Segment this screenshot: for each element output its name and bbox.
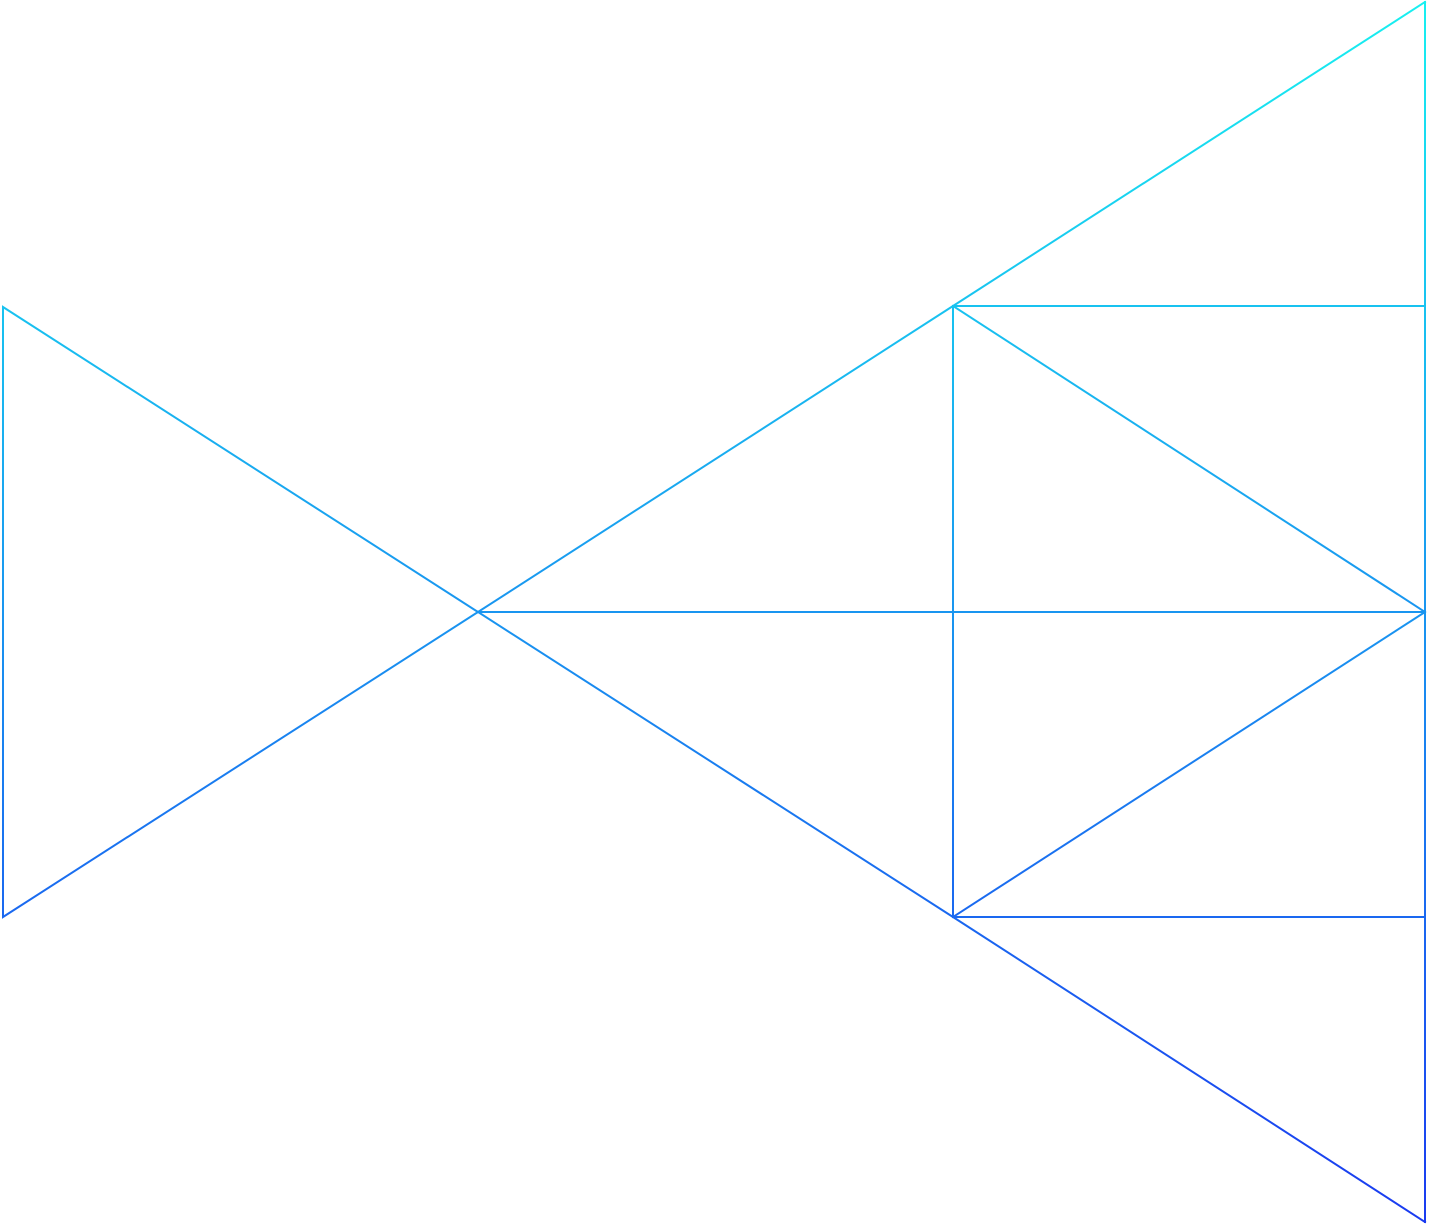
inner-upper-diagonal (951, 304, 1427, 614)
left-triangle (2, 305, 480, 919)
inner-lower-diagonal (951, 610, 1427, 919)
